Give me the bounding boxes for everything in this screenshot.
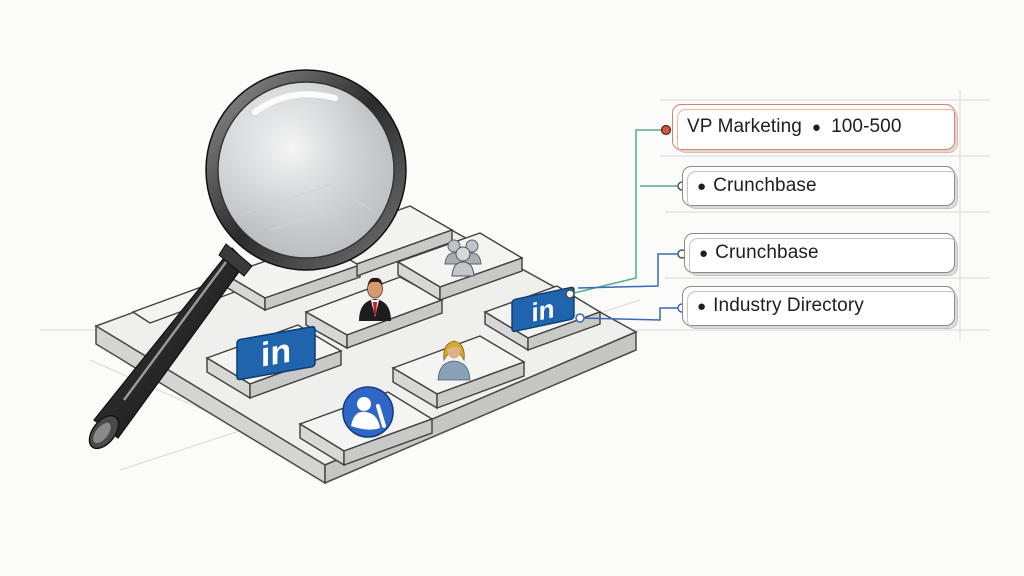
magnifier-handle bbox=[88, 243, 253, 450]
profile-group-icon bbox=[444, 239, 482, 277]
bullet-dot: ● bbox=[697, 297, 707, 315]
filter-tag-source-1[interactable]: ● Crunchbase bbox=[682, 166, 958, 209]
role-label: VP Marketing bbox=[687, 116, 802, 137]
linkedin-icon: in bbox=[236, 325, 316, 381]
connector-role bbox=[569, 129, 666, 295]
person-woman-icon bbox=[437, 340, 471, 381]
profile-blue-icon bbox=[342, 386, 394, 438]
magnifying-glass-icon bbox=[88, 69, 407, 450]
linkedin-small-icon-text: in bbox=[531, 293, 554, 328]
connector-source2 bbox=[577, 253, 682, 289]
company-size-label: 100-500 bbox=[831, 116, 902, 137]
bullet-dot: ● bbox=[697, 177, 707, 195]
person-man-icon bbox=[359, 277, 391, 321]
filter-tag-source-2[interactable]: ● Crunchbase bbox=[684, 233, 958, 276]
source-label-1: Crunchbase bbox=[713, 175, 817, 196]
separator-dot: ● bbox=[811, 118, 822, 136]
linkedin-small-icon: in bbox=[511, 286, 575, 333]
connector-source3 bbox=[579, 307, 682, 321]
source-label-2: Crunchbase bbox=[715, 242, 819, 263]
bullet-dot: ● bbox=[699, 244, 709, 262]
filter-tag-source-3[interactable]: ● Industry Directory bbox=[682, 286, 958, 329]
filter-tag-role[interactable]: VP Marketing ● 100-500 bbox=[672, 104, 958, 153]
connector-lines bbox=[565, 124, 687, 323]
source-label-3: Industry Directory bbox=[713, 295, 864, 316]
linkedin-icon-text: in bbox=[261, 332, 291, 375]
